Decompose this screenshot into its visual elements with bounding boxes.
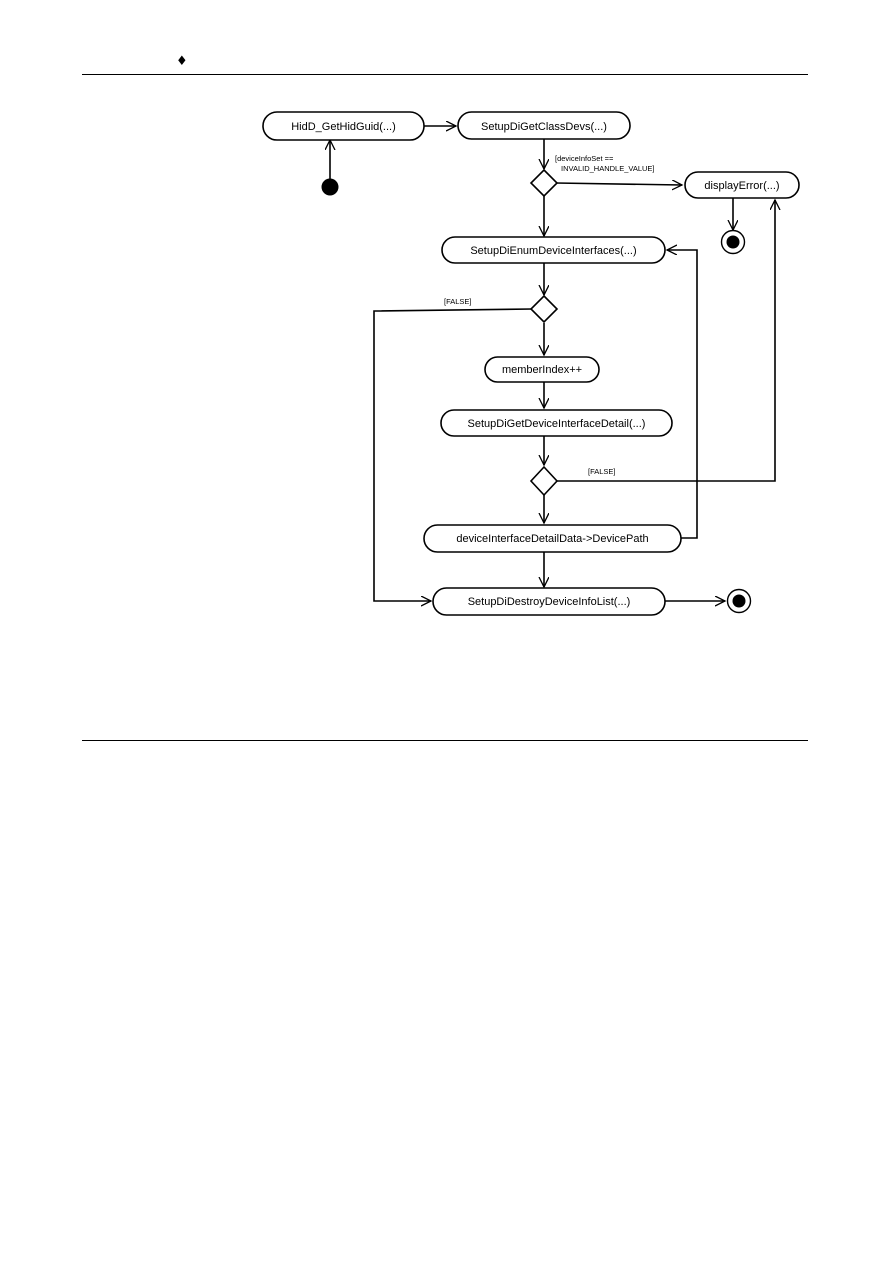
edge-decision1-to-displayerror [555, 183, 682, 185]
guard-detail-false: [FALSE] [588, 467, 616, 476]
activity-memberindex: memberIndex++ [484, 356, 600, 383]
final-node-error [720, 229, 746, 255]
initial-node [321, 178, 339, 196]
activity-setupdienumdeviceinterfaces: SetupDiEnumDeviceInterfaces(...) [441, 236, 666, 264]
edge-decision3-false-to-displayerror [556, 200, 775, 482]
final-node-main [726, 588, 752, 614]
activity-label: HidD_GetHidGuid(...) [291, 121, 396, 133]
activity-devicepath: deviceInterfaceDetailData->DevicePath [423, 524, 682, 553]
activity-hidd-gethidguid: HidD_GetHidGuid(...) [262, 111, 425, 141]
guard-invalid-handle-line2: INVALID_HANDLE_VALUE] [561, 164, 655, 173]
header-diamond-icon: ♦ [176, 54, 188, 69]
footer-rule [82, 740, 808, 741]
decision-nodes [529, 168, 559, 497]
edge-devicepath-loop-to-enum [667, 250, 698, 539]
guard-enum-false: [FALSE] [444, 297, 472, 306]
activity-label: SetupDiGetClassDevs(...) [481, 121, 607, 133]
activity-setupdidestroydeviceinfolist: SetupDiDestroyDeviceInfoList(...) [432, 587, 666, 616]
activity-label: displayError(...) [704, 180, 779, 192]
decision-detail-result [529, 465, 559, 497]
activity-label: deviceInterfaceDetailData->DevicePath [456, 533, 648, 545]
activity-label: SetupDiGetDeviceInterfaceDetail(...) [468, 418, 646, 430]
activity-label: SetupDiEnumDeviceInterfaces(...) [470, 245, 636, 257]
activity-label: memberIndex++ [502, 364, 582, 376]
decision-invalid-handle [529, 168, 559, 198]
activity-displayerror: displayError(...) [684, 171, 800, 199]
guard-invalid-handle-line1: [deviceInfoSet == [555, 154, 614, 163]
edge-decision2-false-to-destroy [373, 308, 533, 601]
decision-enum-result [529, 294, 559, 324]
header-rule [82, 74, 808, 75]
activity-setupdigetclassdevs: SetupDiGetClassDevs(...) [457, 111, 631, 140]
activity-label: SetupDiDestroyDeviceInfoList(...) [468, 596, 631, 608]
edges [330, 126, 775, 601]
activity-setupdigetdeviceinterfacedetail: SetupDiGetDeviceInterfaceDetail(...) [440, 409, 673, 437]
